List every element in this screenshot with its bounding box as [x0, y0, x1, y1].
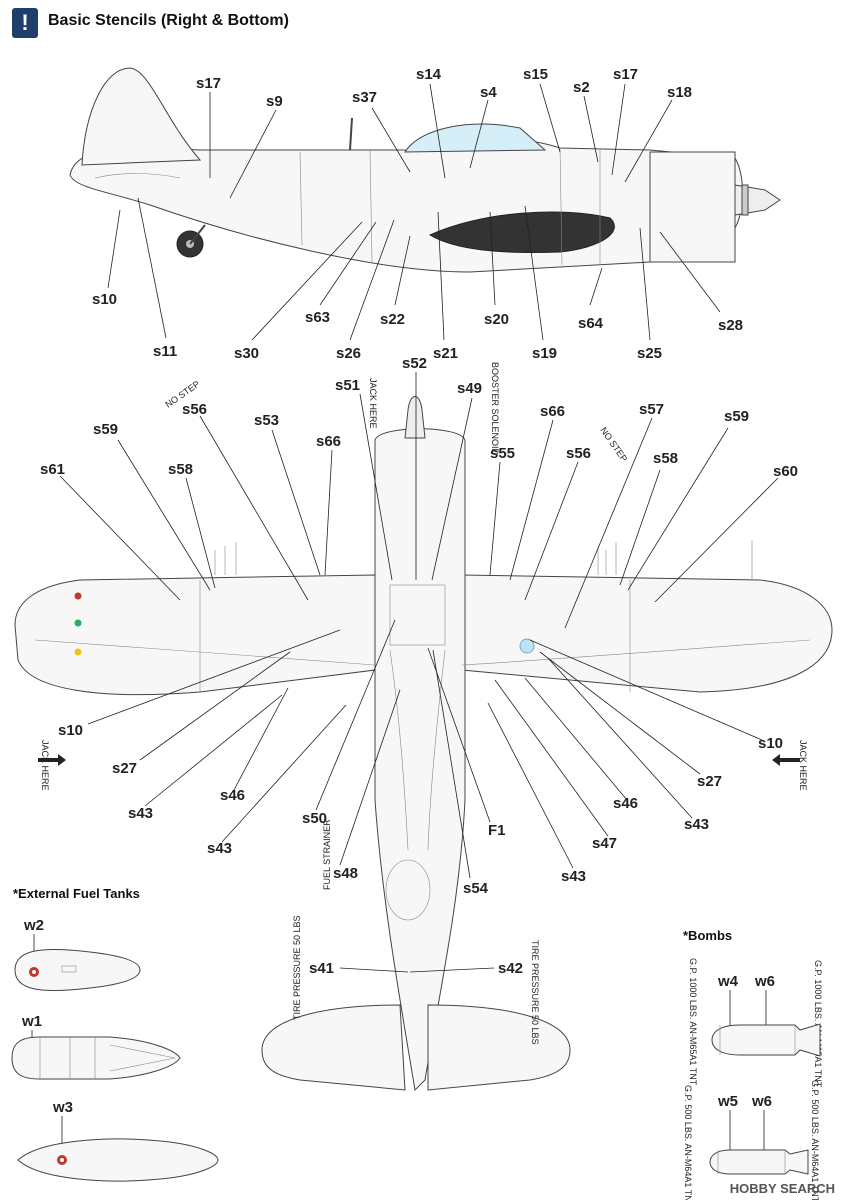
label-s58-left: s58 [168, 461, 193, 478]
label-s19: s19 [532, 345, 557, 362]
note-jack-here-left: JACK HERE [40, 740, 50, 791]
label-s10-left: s10 [58, 722, 83, 739]
bottom-view-labels: s52 s51 s49 s59 s56 s53 s66 s55 s66 s56 … [40, 355, 798, 977]
bombs-title: *Bombs [683, 928, 732, 943]
label-s4: s4 [480, 84, 497, 101]
arrow-icon-right [772, 754, 800, 766]
bombs-section: *Bombs G.P. 1000 LBS. AN-M65A1 TNT G.P. … [683, 928, 823, 1200]
fuel-tanks-title: *External Fuel Tanks [13, 886, 140, 901]
label-s27-left: s27 [112, 760, 137, 777]
label-s41: s41 [309, 960, 334, 977]
label-s14: s14 [416, 66, 442, 83]
label-s30: s30 [234, 345, 259, 362]
label-s59-right: s59 [724, 408, 749, 425]
bomb-500-side-text: G.P. 500 LBS. AN-M64A1 TNT [810, 1080, 820, 1200]
label-f1: F1 [488, 822, 506, 839]
note-jack-here-nose: JACK HERE [368, 378, 378, 429]
label-s54: s54 [463, 880, 489, 897]
label-s9: s9 [266, 93, 283, 110]
label-s15: s15 [523, 66, 548, 83]
label-s46-left: s46 [220, 787, 245, 804]
label-s26: s26 [336, 345, 361, 362]
bomb-1000-side-text: G.P. 1000 LBS. AN-M65A1 TNT [813, 960, 823, 1088]
label-s20: s20 [484, 311, 509, 328]
note-fuel-strainer: FUEL STRAINER [322, 819, 332, 890]
note-no-step-right: NO STEP [598, 425, 629, 463]
label-w1: w1 [21, 1013, 42, 1030]
label-w6-1000: w6 [754, 973, 775, 990]
label-w4: w4 [717, 973, 739, 990]
label-s66-right: s66 [540, 403, 565, 420]
label-s2: s2 [573, 79, 590, 96]
label-s43-left1: s43 [128, 805, 153, 822]
bottom-view-leaders [59, 372, 779, 973]
side-view-aircraft [69, 67, 781, 273]
label-s64: s64 [578, 315, 604, 332]
label-s56-left: s56 [182, 401, 207, 418]
label-s43-left2: s43 [207, 840, 232, 857]
note-tire-pressure-left: TIRE PRESSURE 50 LBS [292, 915, 302, 1020]
label-s48: s48 [333, 865, 358, 882]
warning-badge: ! [12, 8, 38, 38]
side-view-labels: s17 s9 s37 s14 s4 s15 s2 s17 s18 s10 s11… [92, 66, 743, 362]
label-s51: s51 [335, 377, 360, 394]
label-s59-left: s59 [93, 421, 118, 438]
arrow-icon-left [38, 754, 66, 766]
fuel-tanks-section: *External Fuel Tanks w2 w1 w3 [11, 886, 219, 1182]
note-jack-here-right: JACK HERE [798, 740, 808, 791]
label-s43-right2: s43 [561, 868, 586, 885]
label-s17-tail: s17 [196, 75, 221, 92]
label-s27-right: s27 [697, 773, 722, 790]
bomb-1000-text: G.P. 1000 LBS. AN-M65A1 TNT [688, 958, 698, 1086]
label-s55: s55 [490, 445, 515, 462]
label-w2: w2 [23, 917, 44, 934]
label-s42: s42 [498, 960, 523, 977]
label-s49: s49 [457, 380, 482, 397]
label-s63: s63 [305, 309, 330, 326]
side-view-leaders [107, 83, 721, 341]
label-s56-right: s56 [566, 445, 591, 462]
label-s66-left: s66 [316, 433, 341, 450]
page-title: Basic Stencils (Right & Bottom) [48, 12, 289, 29]
bottom-view-aircraft [14, 396, 833, 1092]
label-s46-right: s46 [613, 795, 638, 812]
label-w3: w3 [52, 1099, 73, 1116]
watermark: HOBBY SEARCH [729, 1181, 835, 1196]
label-s28: s28 [718, 317, 743, 334]
label-w6-500: w6 [751, 1093, 772, 1110]
label-s53: s53 [254, 412, 279, 429]
label-s37: s37 [352, 89, 377, 106]
label-s52: s52 [402, 355, 427, 372]
label-s43-right1: s43 [684, 816, 709, 833]
label-s47: s47 [592, 835, 617, 852]
label-s10-right: s10 [758, 735, 783, 752]
label-s18: s18 [667, 84, 692, 101]
label-s50: s50 [302, 810, 327, 827]
label-s60: s60 [773, 463, 798, 480]
note-booster-solenoid: BOOSTER SOLENOID [490, 362, 500, 456]
label-s10-side: s10 [92, 291, 117, 308]
label-s11: s11 [153, 343, 177, 360]
label-s25: s25 [637, 345, 662, 362]
label-s17-nose: s17 [613, 66, 638, 83]
label-s61: s61 [40, 461, 65, 478]
label-w5: w5 [717, 1093, 738, 1110]
label-s21: s21 [433, 345, 458, 362]
bomb-500-text: G.P. 500 LBS. AN-M64A1 TNT [683, 1085, 693, 1200]
label-s22: s22 [380, 311, 405, 328]
label-s57: s57 [639, 401, 664, 418]
label-s58-right: s58 [653, 450, 678, 467]
note-tire-pressure-right: TIRE PRESSURE 50 LBS [530, 940, 540, 1045]
